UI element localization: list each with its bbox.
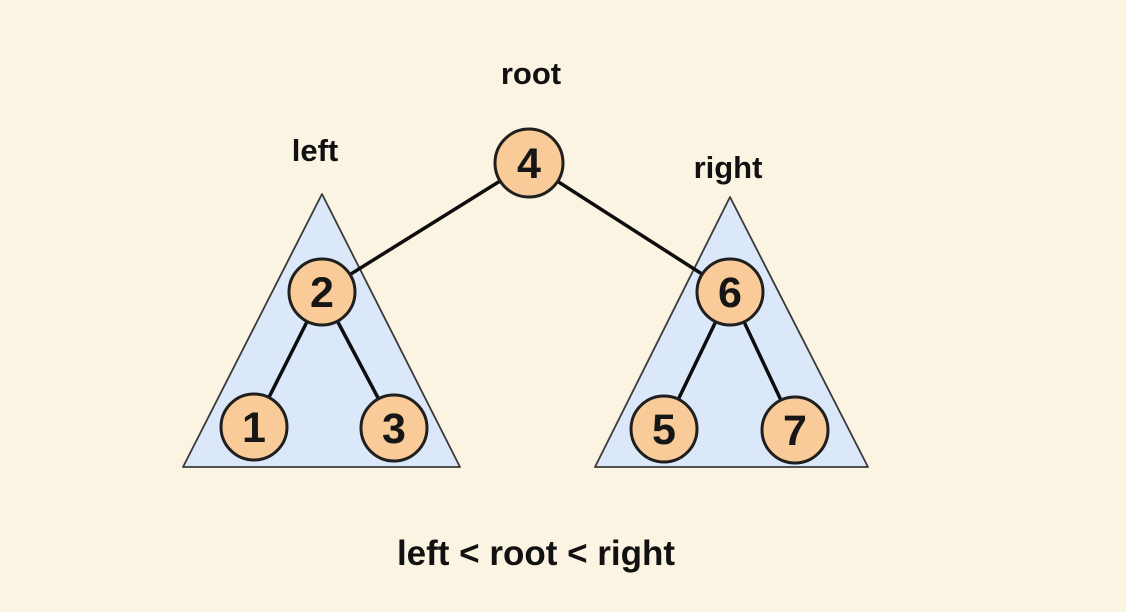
node-circle-left-root	[287, 257, 357, 327]
edge-root-to-left-subtree	[320, 161, 531, 294]
node-circle-left-right	[359, 393, 429, 463]
node-left-right: 3	[359, 393, 429, 463]
node-value-left-left: 1	[242, 404, 266, 452]
node-value-left-root: 2	[310, 269, 334, 317]
node-right-left: 5	[629, 394, 699, 464]
edge-root-to-right-subtree	[527, 161, 732, 294]
node-left-root: 2	[287, 257, 357, 327]
node-value-right-left: 5	[652, 406, 676, 454]
node-circle-root	[493, 127, 565, 199]
node-left-left: 1	[219, 392, 289, 462]
node-right-root: 6	[695, 257, 765, 327]
node-value-root: 4	[517, 140, 541, 188]
right-subtree-label: right	[694, 150, 763, 185]
left-subtree-label: left	[292, 133, 339, 168]
root-label: root	[501, 56, 561, 91]
node-value-left-right: 3	[382, 405, 406, 453]
node-circle-right-right	[760, 395, 830, 465]
node-circle-left-left	[219, 392, 289, 462]
node-right-right: 7	[760, 395, 830, 465]
bst-property-caption: left < root < right	[397, 534, 675, 573]
node-circle-right-left	[629, 394, 699, 464]
node-value-right-right: 7	[783, 407, 807, 455]
node-root: 4	[493, 127, 565, 199]
node-circle-right-root	[695, 257, 765, 327]
node-value-right-root: 6	[718, 269, 742, 317]
